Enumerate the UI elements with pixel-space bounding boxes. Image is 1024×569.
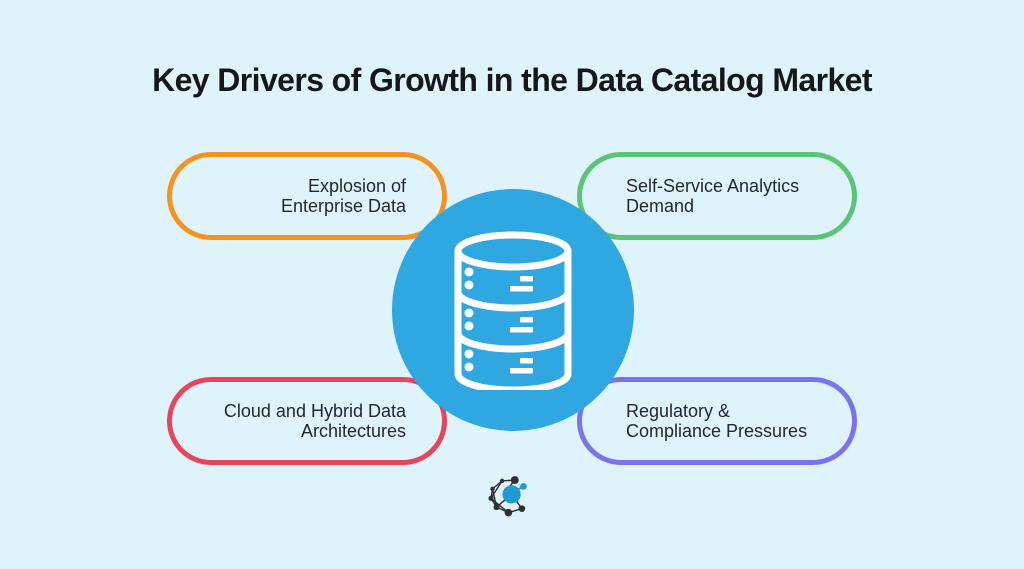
driver-label: Cloud and Hybrid Data Architectures: [223, 400, 406, 441]
driver-label: Explosion of Enterprise Data: [280, 175, 406, 216]
driver-card-cloud-and-hybrid-data-architectures: Cloud and Hybrid Data Architectures: [167, 377, 447, 465]
driver-label: Self-Service Analytics Demand: [626, 175, 800, 216]
driver-card-explosion-of-enterprise-data: Explosion of Enterprise Data: [167, 152, 447, 240]
database-icon: [454, 231, 572, 390]
driver-card-regulatory-compliance-pressures: Regulatory & Compliance Pressures: [577, 377, 857, 465]
brand-logo: [487, 466, 533, 518]
network-graph-logo-icon: [488, 476, 527, 517]
page-title: Key Drivers of Growth in the Data Catalo…: [152, 62, 872, 98]
driver-label: Regulatory & Compliance Pressures: [626, 400, 808, 441]
center-hub-circle: [392, 189, 634, 431]
driver-card-self-service-analytics-demand: Self-Service Analytics Demand: [577, 152, 857, 240]
